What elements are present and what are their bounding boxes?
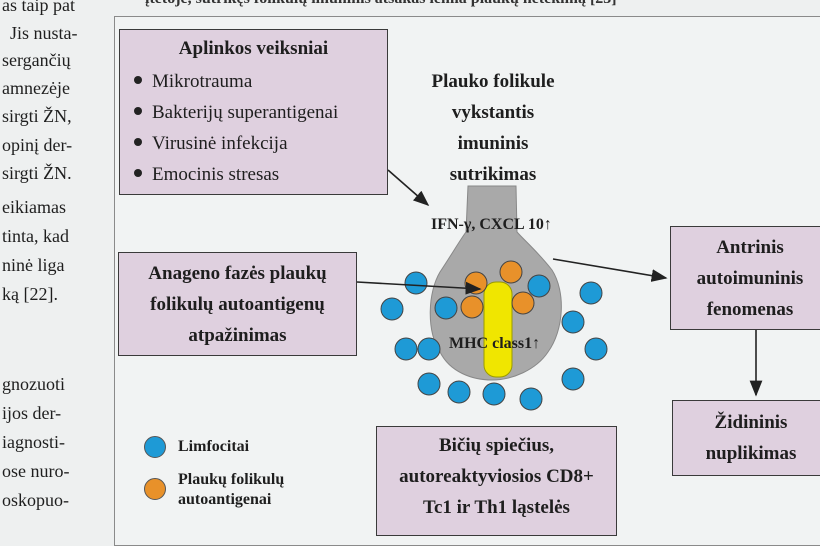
lymphocyte-dot <box>447 380 471 404</box>
environment-factors-box: Aplinkos veiksniai Mikrotrauma Bakterijų… <box>119 29 388 195</box>
column-line: iagnosti- <box>2 432 65 452</box>
figure-caption: įtėtoje, sutrikęs folikulų imuninis atsa… <box>145 0 617 8</box>
lymphocyte-dot <box>394 337 418 361</box>
title-line: imuninis <box>457 133 529 154</box>
list-item: Virusinė infekcija <box>134 128 387 159</box>
arrow-environment-to-follicle <box>387 169 430 207</box>
column-line: sirgti ŽN. <box>2 163 72 183</box>
lymphocyte-dot <box>417 337 441 361</box>
bee-swarm-box: Bičių spiečius, autoreaktyviosios CD8+ T… <box>376 426 617 536</box>
hair-shaft <box>483 281 513 378</box>
autoantigen-dot <box>499 260 523 284</box>
environment-factor-list: Mikrotrauma Bakterijų superantigenai Vir… <box>120 66 387 190</box>
factor-label: Mikrotrauma <box>152 70 253 92</box>
column-line: gnozuoti <box>2 374 65 394</box>
column-line: tinta, kad <box>2 226 69 246</box>
column-line: sergančių <box>2 50 71 70</box>
column-line: ką [22]. <box>2 284 58 304</box>
bullet-icon <box>134 76 142 85</box>
box-line: Židininis <box>714 412 788 433</box>
column-line: amnezėje <box>2 78 70 98</box>
legend-label-autoantigens: Plaukų folikulų autoantigenai <box>178 471 285 508</box>
box-line: nuplikimas <box>705 443 797 464</box>
secondary-autoimmune-box: Antrinis autoimuninis fenomenas <box>670 226 820 330</box>
lymphocyte-dot <box>434 296 458 320</box>
title-line: sutrikimas <box>449 164 537 185</box>
column-line: eikiamas <box>2 197 66 217</box>
environment-box-title: Aplinkos veiksniai <box>178 38 329 59</box>
lymphocyte-dot <box>519 387 543 411</box>
column-line: opinį der- <box>2 135 73 155</box>
lymphocyte-dot <box>561 367 585 391</box>
list-item: Emocinis stresas <box>134 159 387 190</box>
autoantigen-legend-icon <box>144 478 166 500</box>
lymphocyte-legend-icon <box>144 436 166 458</box>
autoantigen-dot <box>460 295 484 319</box>
title-line: vykstantis <box>451 102 535 123</box>
box-line: autoreaktyviosios CD8+ <box>399 466 594 487</box>
autoantigen-dot <box>511 291 535 315</box>
column-line: sirgti ŽN, <box>2 106 72 126</box>
factor-label: Virusinė infekcija <box>152 132 288 154</box>
legend-label-lymphocytes: Limfocitai <box>178 438 250 455</box>
box-line: Antrinis <box>716 237 784 258</box>
lymphocyte-dot <box>404 271 428 295</box>
lymphocyte-dot <box>482 382 506 406</box>
list-item: Bakterijų superantigenai <box>134 97 387 128</box>
box-line: atpažinimas <box>188 325 287 346</box>
bullet-icon <box>134 107 142 116</box>
lymphocyte-dot <box>579 281 603 305</box>
focal-alopecia-box: Židininis nuplikimas <box>672 400 820 476</box>
ifn-cxcl-label: IFN-γ, CXCL 10↑ <box>431 216 552 233</box>
arrow-follicle-to-secondary <box>552 258 668 282</box>
bullet-icon <box>134 169 142 178</box>
lymphocyte-cluster <box>380 271 608 411</box>
autoantigen-dot <box>464 271 488 295</box>
column-line: oskopuo- <box>2 490 69 510</box>
follicle-diagram <box>356 169 763 411</box>
factor-label: Emocinis stresas <box>152 163 280 185</box>
lymphocyte-dot <box>561 310 585 334</box>
arrow-anagen-to-follicle <box>356 281 482 295</box>
box-line: fenomenas <box>706 299 794 320</box>
mhc-class-label: MHC class1↑ <box>449 335 541 352</box>
column-line: as taip pat <box>2 0 75 15</box>
anagen-recognition-box: Anageno fazės plaukų folikulų autoantige… <box>118 252 357 356</box>
column-line: ijos der- <box>2 403 62 423</box>
box-line: Anageno fazės plaukų <box>148 263 327 284</box>
factor-label: Bakterijų superantigenai <box>152 101 339 123</box>
follicle-process-title: Plauko folikule vykstantis imuninis sutr… <box>408 66 578 190</box>
box-line: Tc1 ir Th1 ląstelės <box>423 497 570 518</box>
column-line: Jis nusta- <box>10 23 78 43</box>
title-line: Plauko folikule <box>431 71 555 92</box>
box-line: autoimuninis <box>696 268 804 289</box>
box-line: Bičių spiečius, <box>438 435 555 456</box>
lymphocyte-dot <box>417 372 441 396</box>
bullet-icon <box>134 138 142 147</box>
lymphocyte-dot <box>527 274 551 298</box>
list-item: Mikrotrauma <box>134 66 387 97</box>
lymphocyte-dot <box>584 337 608 361</box>
column-line: ninė liga <box>2 255 65 275</box>
box-line: folikulų autoantigenų <box>150 294 325 315</box>
column-line: ose nuro- <box>2 461 70 481</box>
lymphocyte-dot <box>380 297 404 321</box>
